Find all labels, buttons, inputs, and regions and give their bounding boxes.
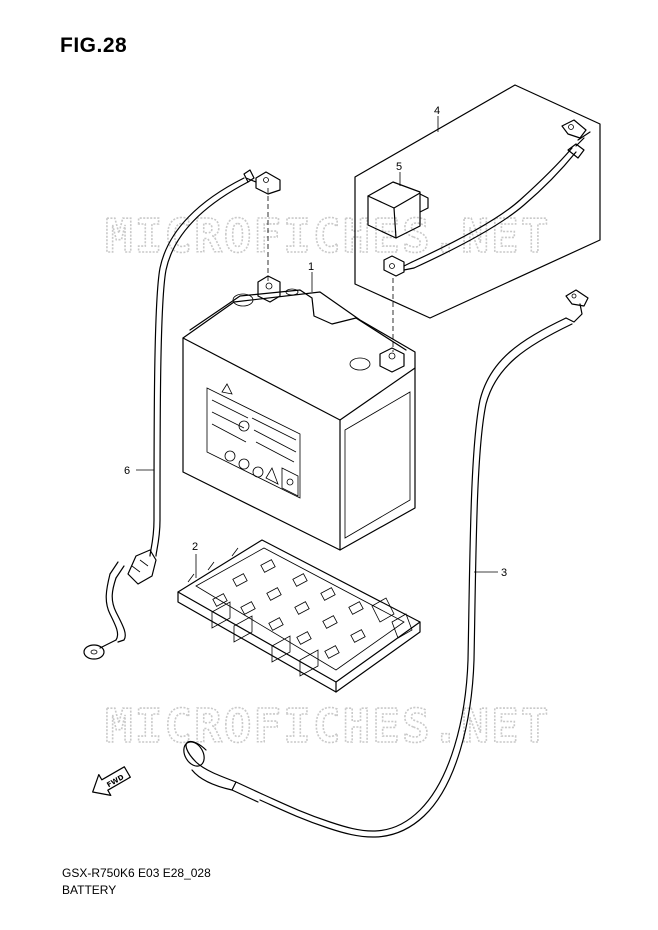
part-6-positive-cable bbox=[83, 169, 281, 660]
callout-4: 4 bbox=[434, 105, 440, 132]
callout-1: 1 bbox=[308, 261, 314, 292]
part-4-negative-cable bbox=[383, 119, 591, 277]
svg-text:3: 3 bbox=[501, 567, 507, 579]
svg-text:4: 4 bbox=[434, 105, 440, 117]
tray-slots bbox=[212, 559, 366, 659]
part-3-ground-cable bbox=[183, 289, 589, 838]
svg-text:5: 5 bbox=[396, 161, 402, 173]
part-5-terminal-cover bbox=[367, 181, 429, 239]
callout-3: 3 bbox=[474, 567, 507, 579]
svg-text:1: 1 bbox=[308, 261, 314, 273]
part-1-battery bbox=[182, 275, 416, 551]
watermark-top: MICROFICHES.NET bbox=[105, 209, 550, 263]
svg-text:6: 6 bbox=[124, 465, 130, 477]
assembly-guide-lines bbox=[267, 188, 394, 352]
callout-6: 6 bbox=[124, 465, 154, 477]
forward-arrow-icon: FWD bbox=[92, 766, 131, 796]
watermark-bottom: MICROFICHES.NET bbox=[105, 699, 550, 753]
model-code: GSX-R750K6 E03 E28_028 bbox=[62, 866, 211, 880]
part-4-cable-kit-box bbox=[354, 84, 601, 319]
callout-2: 2 bbox=[192, 541, 198, 578]
part-2-battery-tray bbox=[177, 539, 421, 693]
section-name: BATTERY bbox=[62, 883, 117, 897]
svg-text:2: 2 bbox=[192, 541, 198, 553]
figure-title: FIG.28 bbox=[60, 34, 128, 57]
callout-5: 5 bbox=[396, 161, 402, 186]
